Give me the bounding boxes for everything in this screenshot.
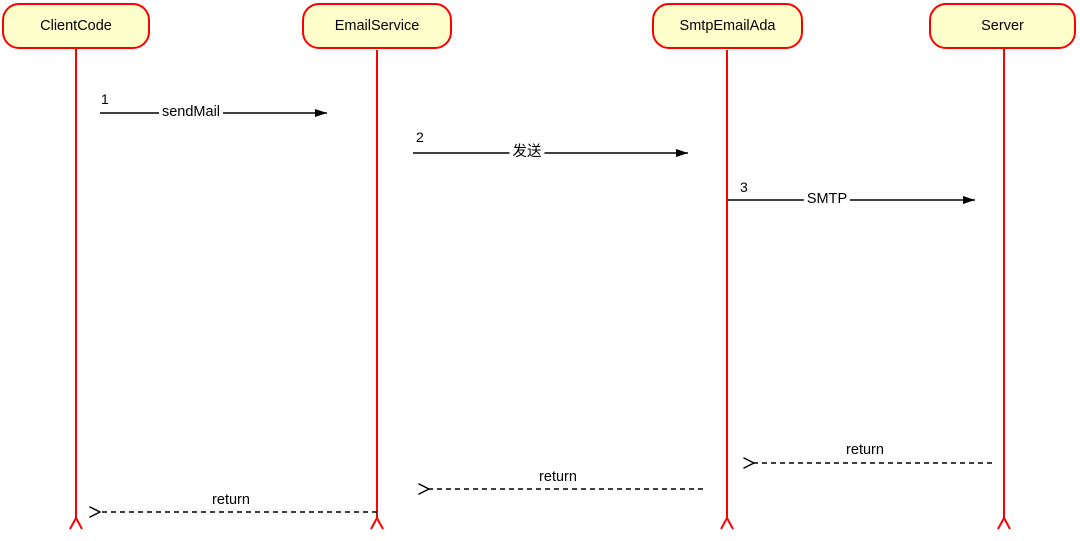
seq-number-3: 3: [740, 179, 748, 195]
actor-box-clientcode: ClientCode: [2, 3, 150, 49]
actor-box-server: Server: [929, 3, 1076, 49]
actor-label-smtpemailada: SmtpEmailAda: [679, 18, 776, 34]
actor-box-smtpemailada: SmtpEmailAda: [652, 3, 803, 49]
actor-box-emailservice: EmailService: [302, 3, 452, 49]
message-2-label: 发送: [509, 144, 545, 161]
actor-label-clientcode: ClientCode: [40, 18, 112, 34]
actor-label-server: Server: [981, 18, 1024, 34]
message-1-label: sendMail: [158, 104, 224, 121]
seq-number-2: 2: [416, 129, 424, 145]
message-3-label: SMTP: [803, 191, 851, 208]
return-1-label: return: [846, 442, 884, 459]
return-2-label: return: [539, 469, 577, 486]
seq-number-1: 1: [101, 91, 109, 107]
actor-label-emailservice: EmailService: [334, 18, 420, 34]
return-3-label: return: [212, 492, 250, 509]
